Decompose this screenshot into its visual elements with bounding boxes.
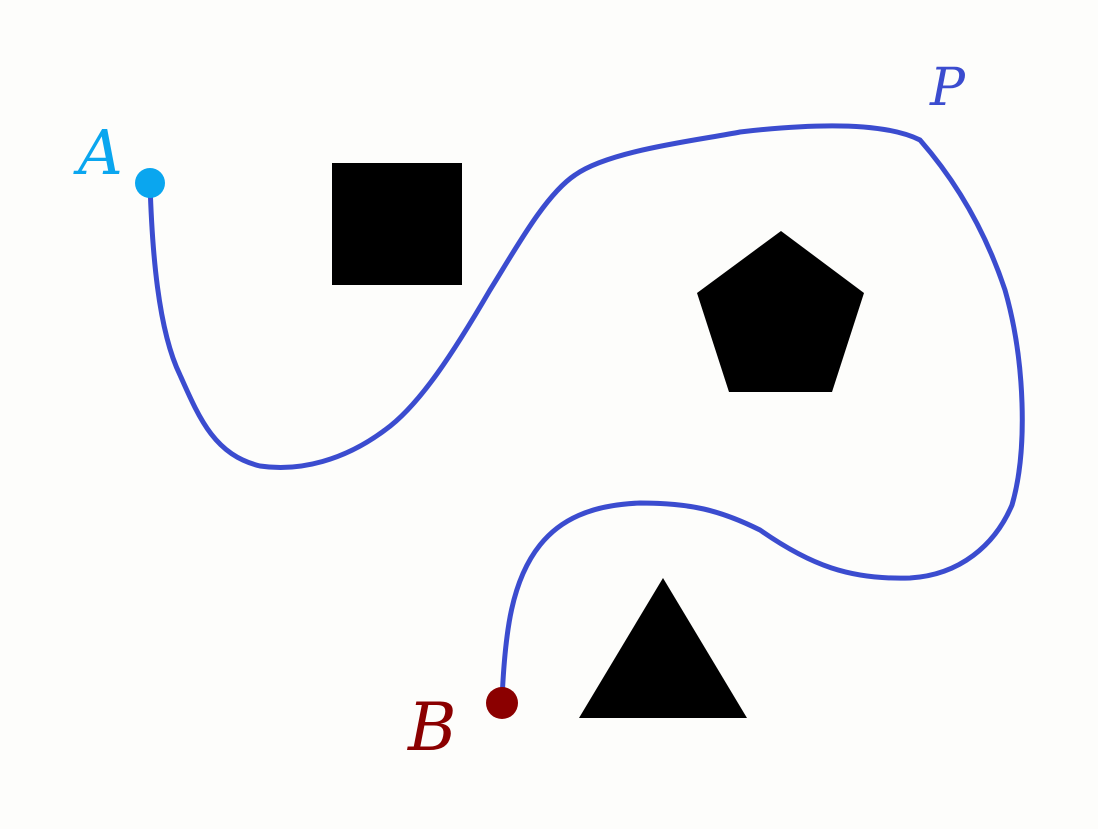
path-p xyxy=(147,123,1025,703)
start-label: A xyxy=(73,116,123,189)
start-point-marker xyxy=(135,168,165,198)
end-point-marker xyxy=(486,687,518,719)
end-label: B xyxy=(407,689,457,766)
square-obstacle xyxy=(332,163,462,285)
path-label: P xyxy=(929,58,966,118)
pentagon-obstacle xyxy=(697,231,864,392)
triangle-obstacle xyxy=(579,578,747,718)
